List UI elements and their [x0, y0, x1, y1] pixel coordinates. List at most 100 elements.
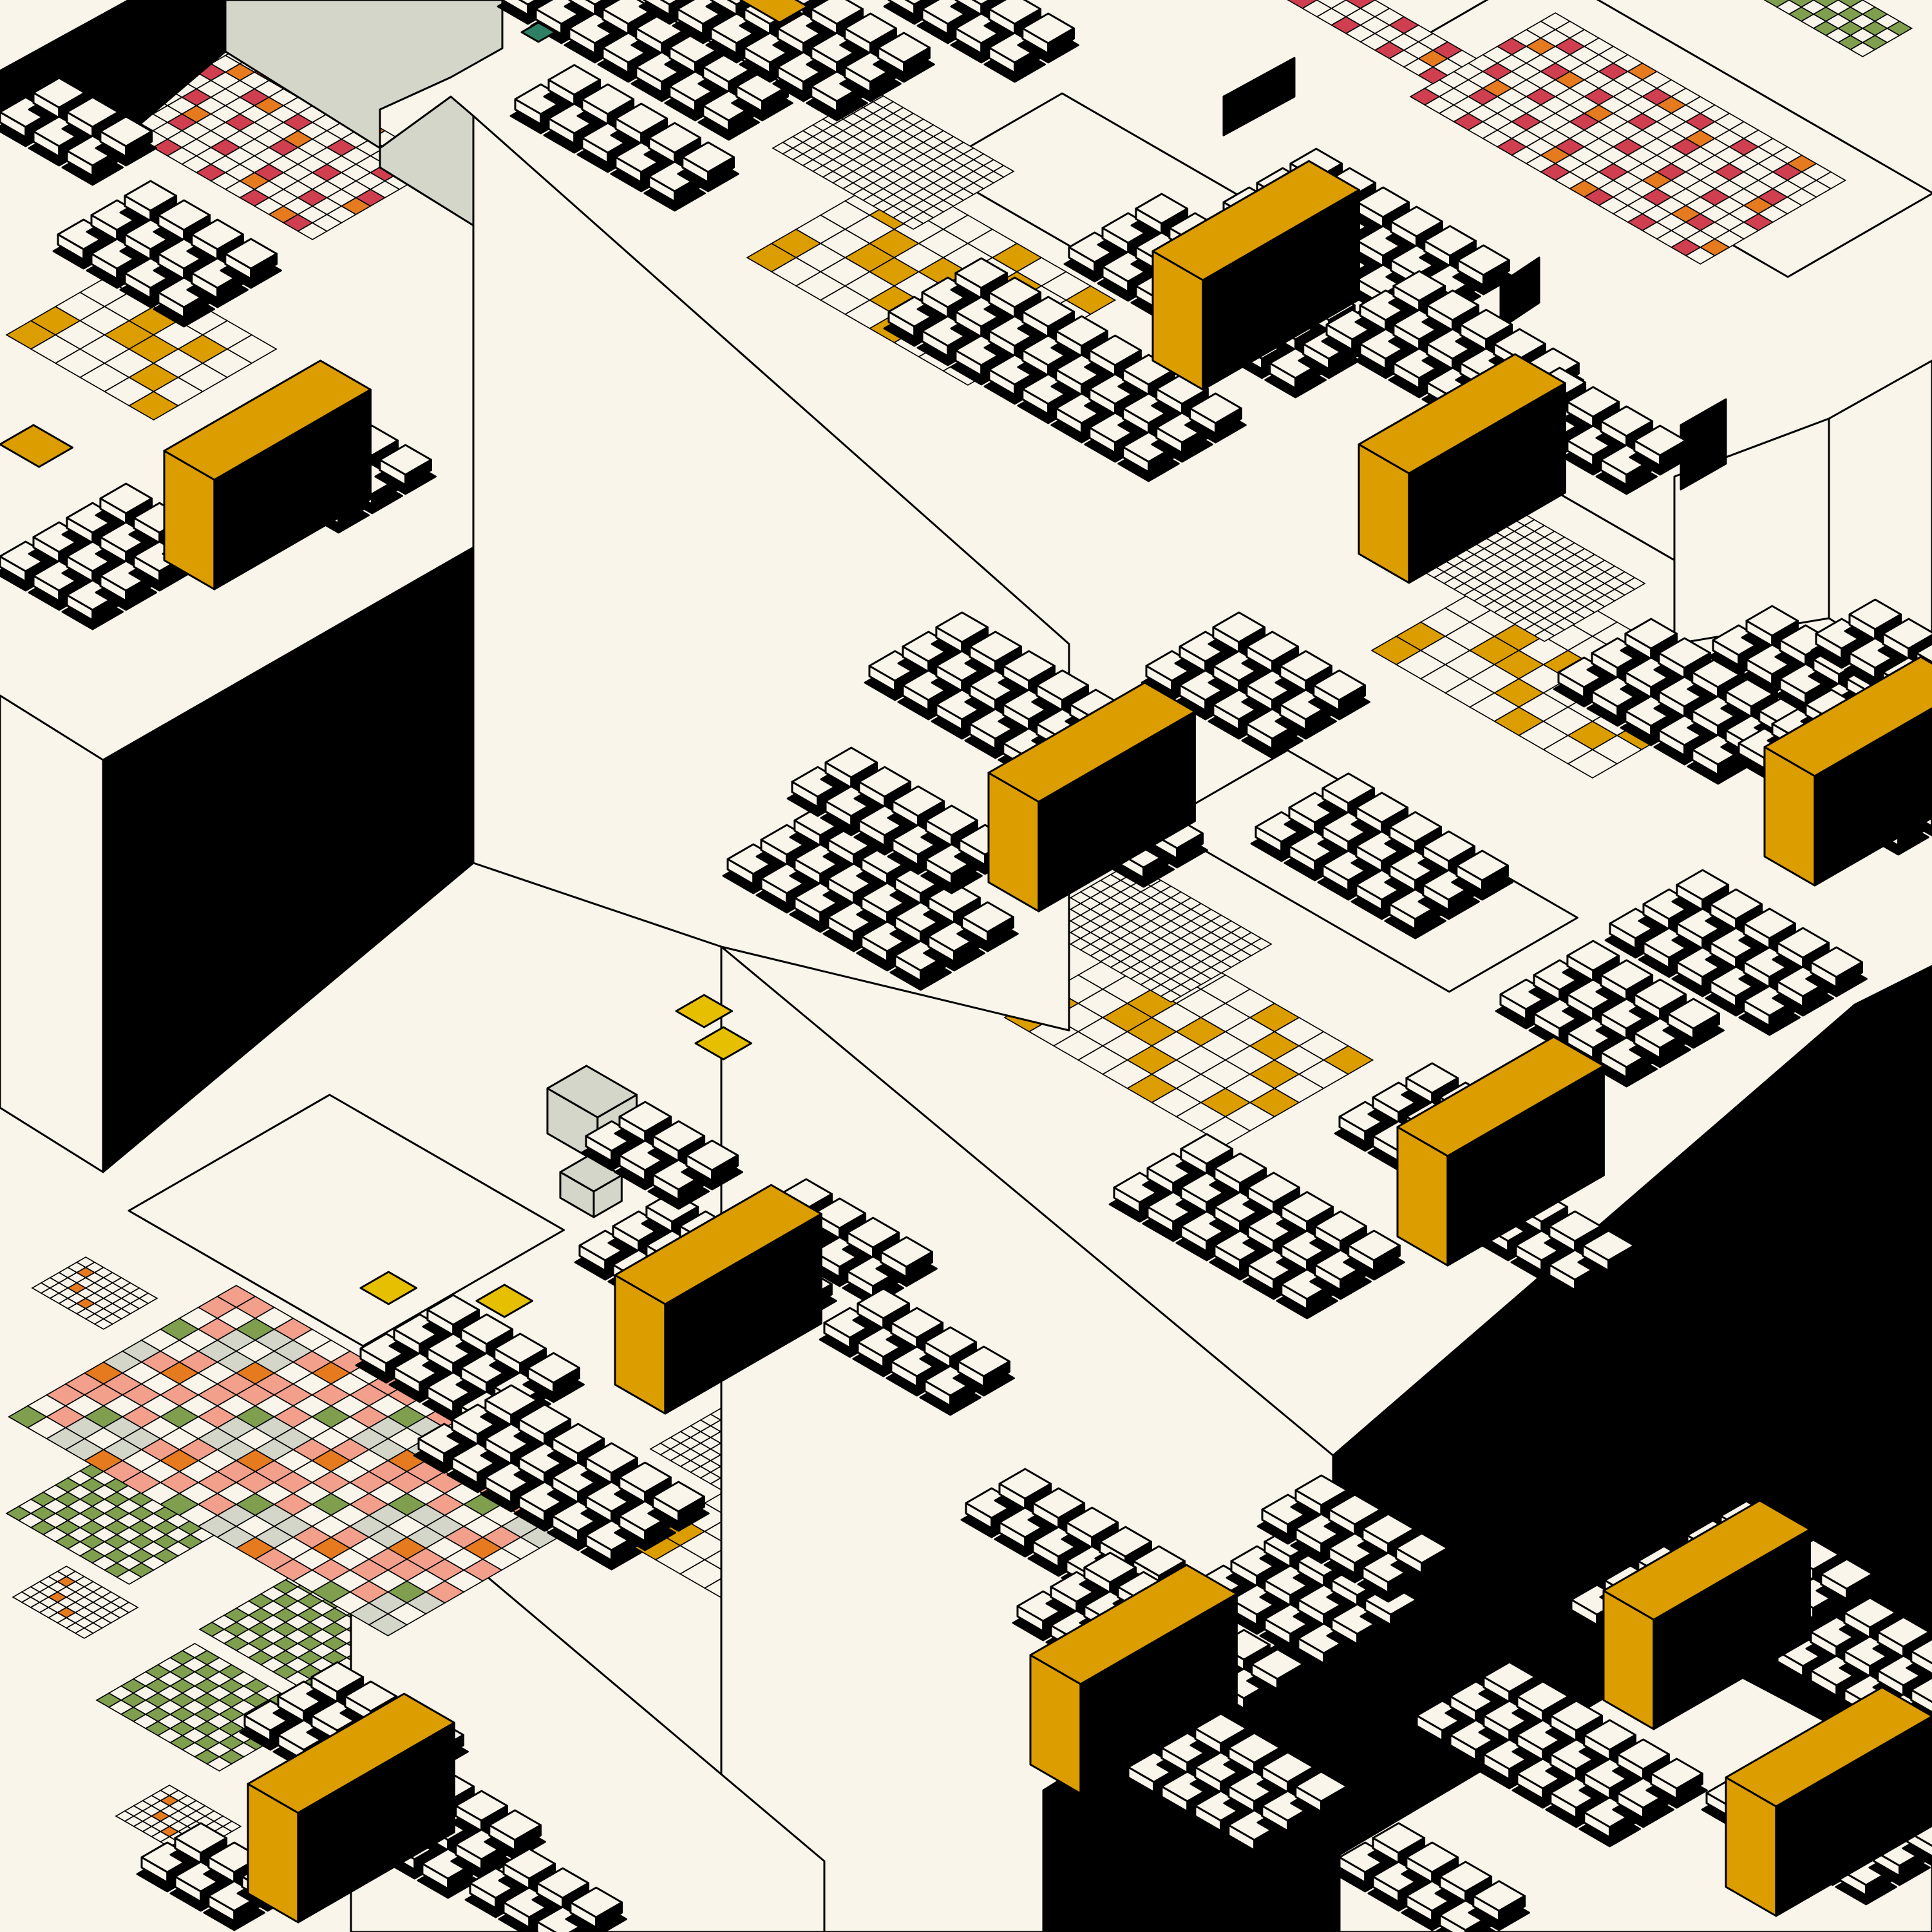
key-12-top — [1633, 424, 1687, 457]
key-3-top — [379, 444, 432, 476]
key-45-top — [1820, 1558, 1873, 1590]
key-43-top — [1516, 1680, 1570, 1712]
key-4-top — [585, 0, 605, 6]
key-7-top — [1021, 12, 1075, 44]
key-43-top — [1650, 1757, 1703, 1790]
key-5-top — [614, 102, 668, 135]
key-38-top — [1361, 1513, 1416, 1545]
key-5-top — [681, 141, 735, 173]
key-37-top — [1294, 1770, 1348, 1803]
grid-15-cell — [1886, 21, 1913, 36]
amber-slab-4-roof — [1763, 656, 1932, 777]
grid-0-cell — [1065, 285, 1117, 315]
key-41-top — [455, 1790, 508, 1822]
key-19-top — [1624, 618, 1678, 650]
key-31-top — [813, 1197, 867, 1229]
key-11-top — [1426, 289, 1480, 321]
key-42-top — [536, 1867, 590, 1899]
key-22-top — [1848, 598, 1902, 630]
key-34-top — [1099, 1526, 1152, 1558]
key-27-top — [1582, 1229, 1635, 1262]
key-47-top — [1472, 1880, 1526, 1912]
key-35-top — [1083, 1551, 1137, 1584]
key-34-top — [1032, 1487, 1086, 1519]
key-10-top — [1356, 186, 1410, 218]
key-33-top — [618, 1101, 672, 1133]
grid-18-cell — [118, 1602, 139, 1613]
key-46-top — [1843, 1596, 1897, 1629]
key-42-top — [502, 1848, 556, 1880]
key-19-top — [1658, 637, 1712, 669]
key-46-top — [1910, 1676, 1932, 1703]
grid-15-cell — [1788, 0, 1815, 8]
key-34-top — [1132, 1545, 1186, 1577]
key-29-top — [585, 1442, 638, 1474]
grid-15-cell — [1837, 0, 1864, 8]
key-5-top — [648, 122, 701, 154]
key-46-side-a — [1910, 1650, 1932, 1675]
key-16-top — [1245, 630, 1300, 663]
key-43-top — [1583, 1719, 1636, 1751]
key-26-top — [1743, 907, 1796, 940]
key-31-top — [880, 1236, 933, 1268]
key-7-top — [971, 0, 991, 6]
key-29-top — [618, 1461, 672, 1493]
key-31-top — [846, 1217, 900, 1249]
key-22-top — [1915, 643, 1932, 663]
key-14-top — [824, 746, 878, 779]
key-23-top — [1314, 1210, 1367, 1242]
key-23-top — [1180, 1133, 1234, 1165]
amber-slab-1-roof — [1151, 160, 1360, 281]
key-29-top — [551, 1423, 605, 1455]
key-24-top — [1405, 1062, 1459, 1094]
key-8-top — [1021, 296, 1075, 328]
amber-slab-0-roof — [163, 359, 372, 481]
key-1-top — [124, 180, 178, 212]
amber-slab-7-roof — [1029, 1564, 1238, 1685]
key-0-top — [66, 96, 120, 128]
grid-4-cell — [226, 334, 278, 364]
grid-15-cell — [1812, 0, 1839, 8]
key-28-top — [460, 1313, 514, 1345]
key-1-top — [191, 218, 244, 251]
yellow-tile — [359, 1271, 418, 1305]
key-15-top — [969, 630, 1023, 663]
key-32-top — [890, 1307, 944, 1339]
key-8-top — [988, 276, 1042, 308]
amber-tile-top — [739, 0, 809, 24]
amber-slab-8-roof — [1602, 1499, 1811, 1621]
key-47-top — [1405, 1841, 1459, 1873]
key-6-top — [877, 32, 931, 64]
key-29-top — [652, 1481, 705, 1513]
amber-slab-5-roof — [1396, 1036, 1605, 1157]
grid-11-cell — [1287, 0, 1318, 9]
amber-slab-3-roof — [987, 681, 1196, 803]
key-10-top — [1457, 244, 1510, 276]
key-12-top — [1600, 405, 1654, 437]
key-20-top — [1745, 605, 1799, 637]
key-33-top — [652, 1120, 706, 1152]
key-39-top — [344, 1680, 398, 1712]
key-28-top — [527, 1352, 580, 1384]
key-26-top — [1709, 888, 1763, 920]
key-28-top — [493, 1332, 547, 1365]
key-25-top — [1600, 959, 1654, 991]
grey-block-top — [546, 1065, 638, 1119]
key-13-top — [961, 901, 1014, 933]
key-25-top — [1667, 998, 1720, 1030]
key-33-top — [685, 1139, 739, 1171]
key-10-top — [1390, 205, 1443, 238]
key-5-top — [547, 64, 601, 96]
key-43-top — [1482, 1661, 1537, 1693]
key-15-top — [1002, 650, 1056, 682]
key-0-top — [99, 115, 153, 147]
key-29-top — [484, 1384, 538, 1416]
amber-slab-10-roof — [1725, 1686, 1932, 1808]
grid-7-cell — [1250, 938, 1273, 951]
amber-slab-6-roof — [614, 1184, 822, 1305]
key-6-top — [844, 12, 897, 44]
amber-tile-left — [0, 424, 74, 468]
key-1-top — [157, 199, 211, 231]
